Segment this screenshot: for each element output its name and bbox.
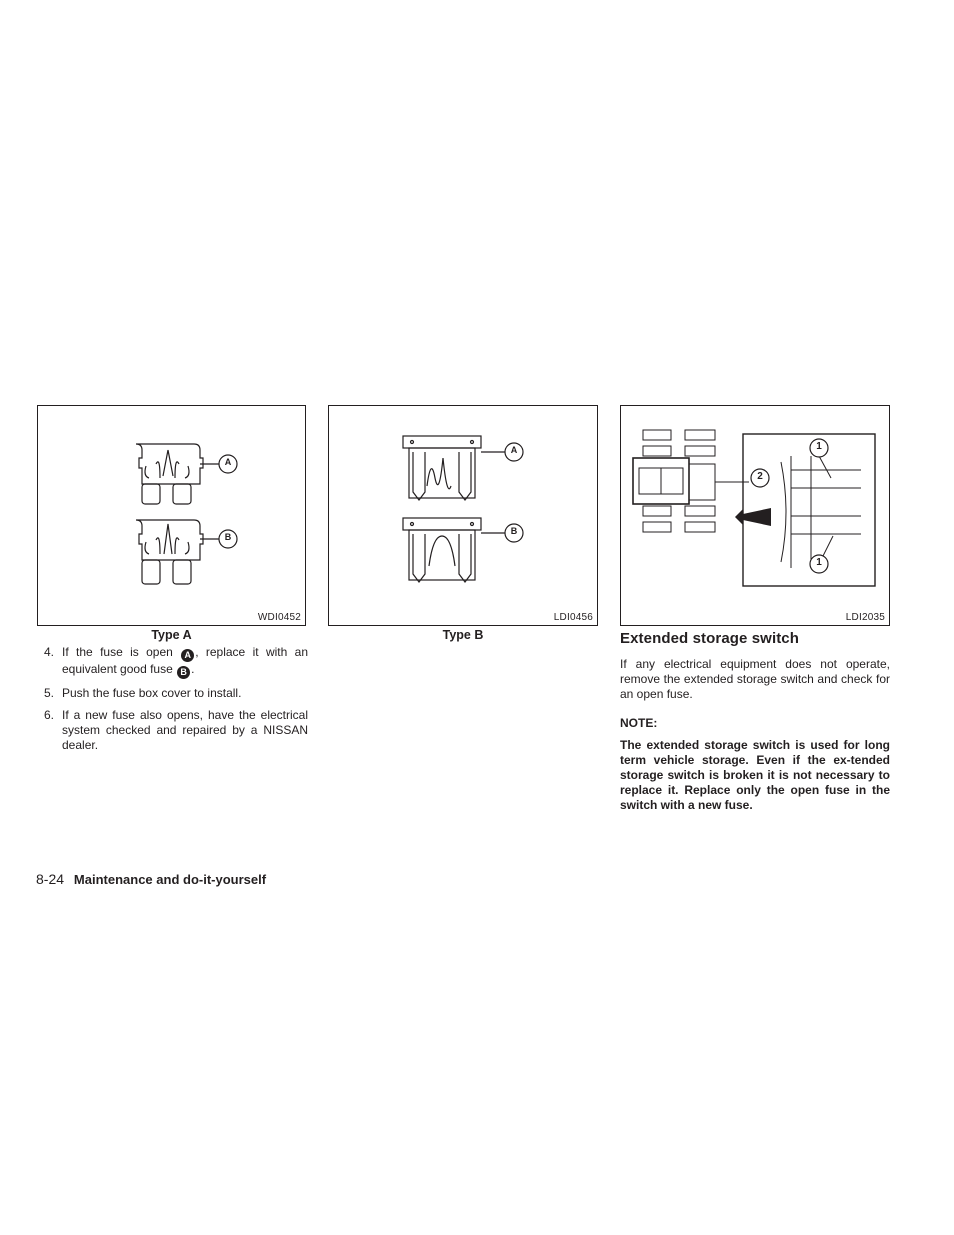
callout-label-1-top: 1	[816, 441, 822, 452]
step-item: 4. If the fuse is open A, replace it wit…	[40, 645, 308, 679]
step-text: If a new fuse also opens, have the elect…	[62, 708, 308, 752]
step-text: Push the fuse box cover to install.	[62, 686, 242, 700]
figure-code: WDI0452	[257, 612, 301, 623]
figure-code: LDI2035	[845, 612, 885, 623]
procedure-steps: 4. If the fuse is open A, replace it wit…	[40, 645, 308, 760]
note-body: The extended storage switch is used for …	[620, 738, 890, 812]
step-number: 4.	[44, 645, 55, 659]
page-footer: 8-24 Maintenance and do-it-yourself	[36, 871, 266, 887]
section-heading: Extended storage switch	[620, 630, 800, 647]
callout-label-2: 2	[757, 471, 763, 482]
step-item: 5. Push the fuse box cover to install.	[40, 686, 308, 701]
callout-label-b: B	[510, 526, 518, 536]
callout-label-b: B	[224, 532, 232, 542]
callout-label-a: A	[510, 445, 518, 455]
callout-label-1-bottom: 1	[816, 557, 822, 568]
figure-caption-type-a: Type A	[151, 628, 192, 642]
note-title: NOTE:	[620, 716, 658, 730]
storage-switch-illustration	[632, 429, 876, 587]
figure-fuse-type-b: A B LDI0456	[328, 405, 598, 626]
page-number: 8-24	[36, 871, 65, 887]
section-title: Maintenance and do-it-yourself	[73, 872, 267, 887]
figure-fuse-type-a: A B WDI0452	[37, 405, 306, 626]
step-number: 5.	[44, 686, 55, 700]
step-item: 6. If a new fuse also opens, have the el…	[40, 708, 308, 753]
step-number: 6.	[44, 708, 55, 722]
callout-ref-b: B	[177, 666, 191, 679]
callout-label-a: A	[224, 457, 232, 467]
step-text: .	[191, 662, 195, 676]
step-text: If the fuse is open	[62, 645, 173, 659]
callout-ref-a: A	[181, 649, 195, 662]
extended-storage-section: Extended storage switch If any electrica…	[620, 630, 890, 813]
figure-extended-storage-switch: 1 2 1 LDI2035	[620, 405, 890, 626]
figure-code: LDI0456	[553, 612, 593, 623]
fuse-type-a-illustration	[135, 443, 238, 585]
step-text: , replace it with an equivalent good fus…	[62, 645, 308, 676]
fuse-type-b-illustration	[402, 435, 524, 583]
section-body: If any electrical equipment does not ope…	[620, 657, 890, 701]
figure-caption-type-b: Type B	[442, 628, 484, 642]
